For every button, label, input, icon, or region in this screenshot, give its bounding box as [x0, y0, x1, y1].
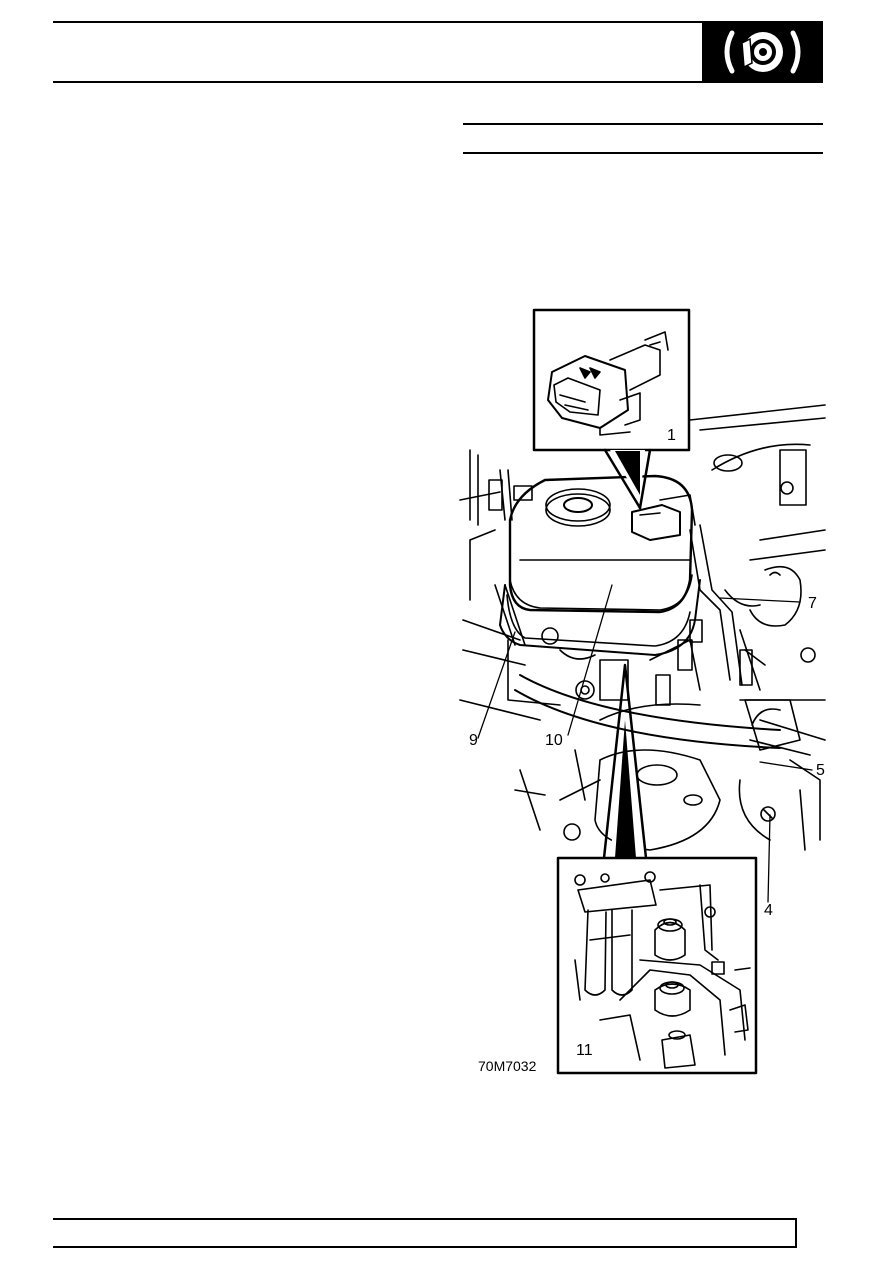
callout-5: 5: [816, 762, 825, 779]
brake-disc-icon: [702, 21, 823, 83]
header-bottom-rule: [53, 81, 703, 83]
callout-9: 9: [469, 732, 478, 749]
header-top-rule: [53, 21, 823, 23]
callout-11: 11: [576, 1042, 593, 1059]
page-number-box: [795, 1218, 797, 1248]
callout-10: 10: [545, 732, 563, 749]
callout-1: 1: [667, 427, 676, 444]
callout-7: 7: [808, 595, 817, 612]
column-bottom-rule: [463, 152, 823, 154]
footer-top-rule: [53, 1218, 795, 1220]
callout-4: 4: [764, 902, 773, 919]
footer-bottom-rule: [53, 1246, 797, 1248]
figure-code: 70M7032: [478, 1058, 537, 1074]
hydraulic-unit-illustration: [455, 305, 830, 1080]
column-top-rule: [463, 123, 823, 125]
